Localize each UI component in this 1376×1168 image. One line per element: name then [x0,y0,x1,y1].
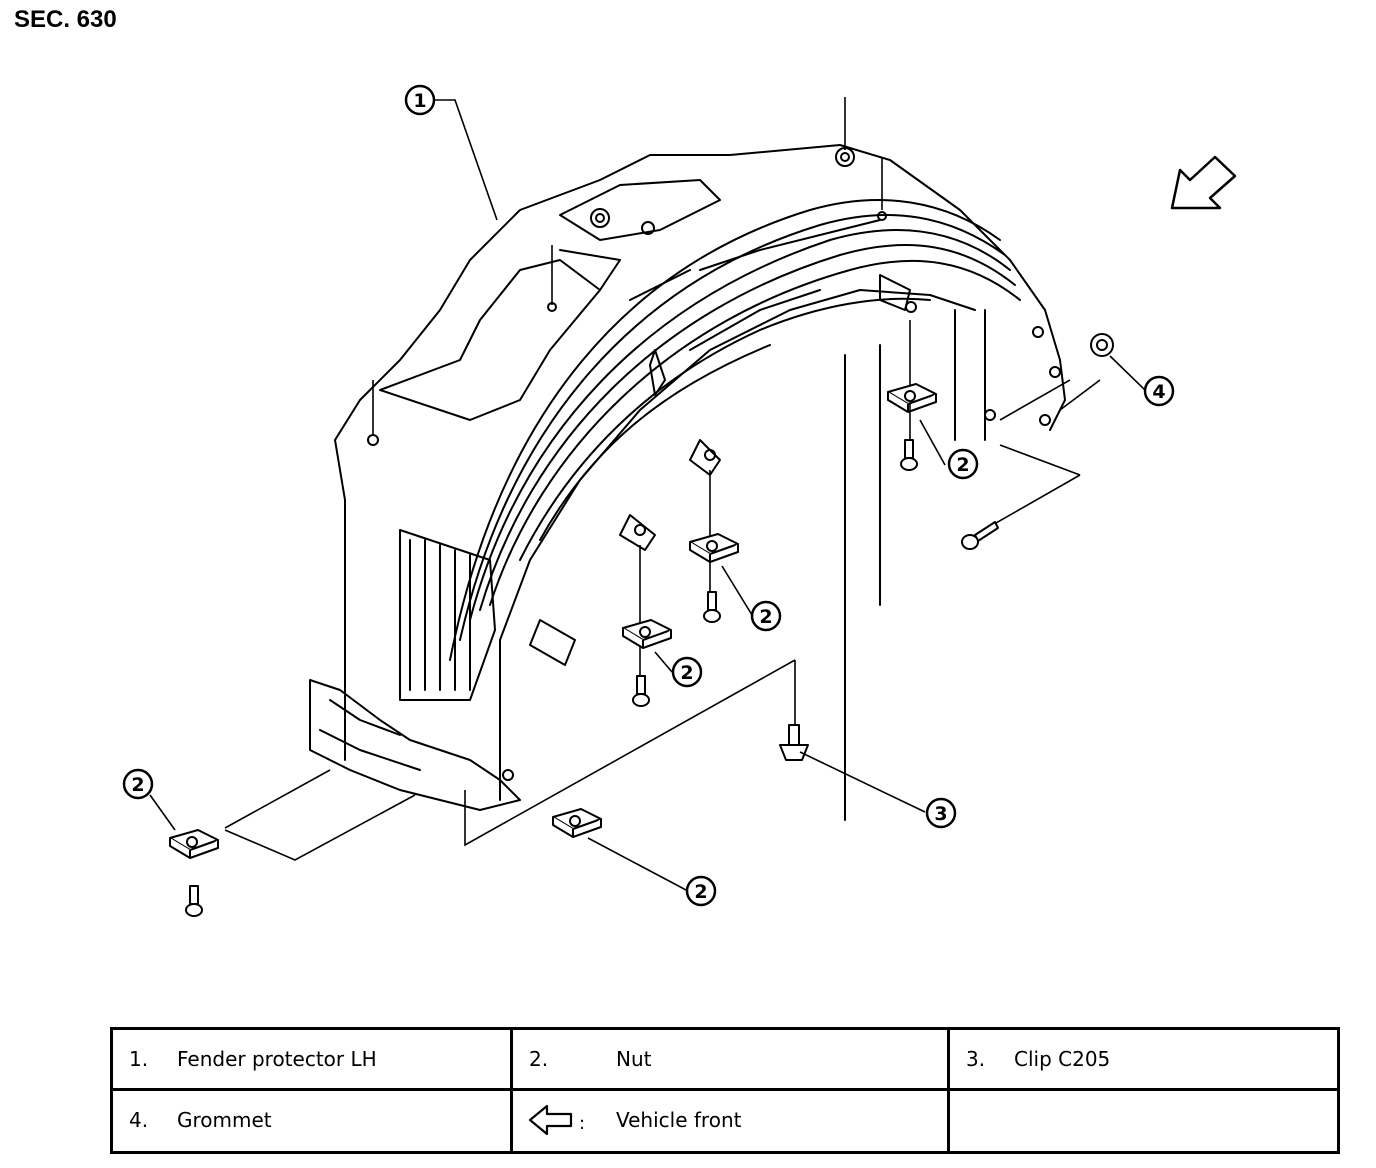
nut-clip [552,808,602,838]
legend-number: 4. [129,1107,149,1132]
legend-label: Clip C205 [1014,1047,1111,1071]
legend-label: Nut [616,1047,652,1071]
legend-cell: 1. Fender protector LH [113,1030,513,1091]
legend-number: 2. [529,1047,549,1071]
legend-cell: : Vehicle front [513,1090,950,1151]
callout-label: 2 [956,454,969,476]
legend-number: 3. [966,1047,986,1071]
vehicle-front-arrow-icon [528,1104,573,1135]
callout-2: 2 [750,600,782,632]
callout-1: 1 [404,84,436,116]
fender-protector-diagram: 1 2 2 2 2 2 3 4 [122,84,1237,917]
legend-cell: 4. Grommet [113,1090,513,1151]
legend-label: Vehicle front [616,1107,742,1132]
legend-label: Fender protector LH [177,1047,377,1071]
nut-clip [169,829,219,859]
legend-number: 1. [129,1047,149,1071]
callout-label: 3 [934,803,947,825]
legend-label: Grommet [177,1107,272,1132]
legend-cell: 3. Clip C205 [950,1030,1337,1091]
parts-legend-table: 1. Fender protector LH 2. Nut 3. Clip C2… [110,1027,1340,1154]
clip-c205 [779,724,809,761]
nut-clip [622,619,672,649]
bolt [185,885,203,917]
bolt [632,675,650,707]
callout-label: 2 [694,881,707,903]
bolt [703,591,721,623]
nut-clip [887,383,937,413]
callout-label: 2 [131,774,144,796]
callout-2: 2 [671,656,703,688]
section-title: SEC. 630 [14,6,117,33]
callout-label: 2 [680,662,693,684]
fender-outer-edge [334,144,1066,761]
bolt [900,439,918,471]
callout-2: 2 [122,768,154,800]
bolt [961,521,999,550]
grommet [1090,333,1114,357]
callout-3: 3 [925,797,957,829]
fender-inner-edge [499,289,976,801]
nut-clip [689,533,739,563]
callout-label: 4 [1152,381,1165,403]
legend-cell-empty [950,1091,1337,1152]
legend-separator: : [579,1112,586,1134]
vehicle-front-arrow [1170,155,1237,210]
callout-2: 2 [685,875,717,907]
callout-label: 2 [759,606,772,628]
callout-label: 1 [413,90,426,112]
callout-4: 4 [1143,375,1175,407]
callout-2: 2 [947,448,979,480]
legend-cell: 2. Nut [513,1030,950,1091]
